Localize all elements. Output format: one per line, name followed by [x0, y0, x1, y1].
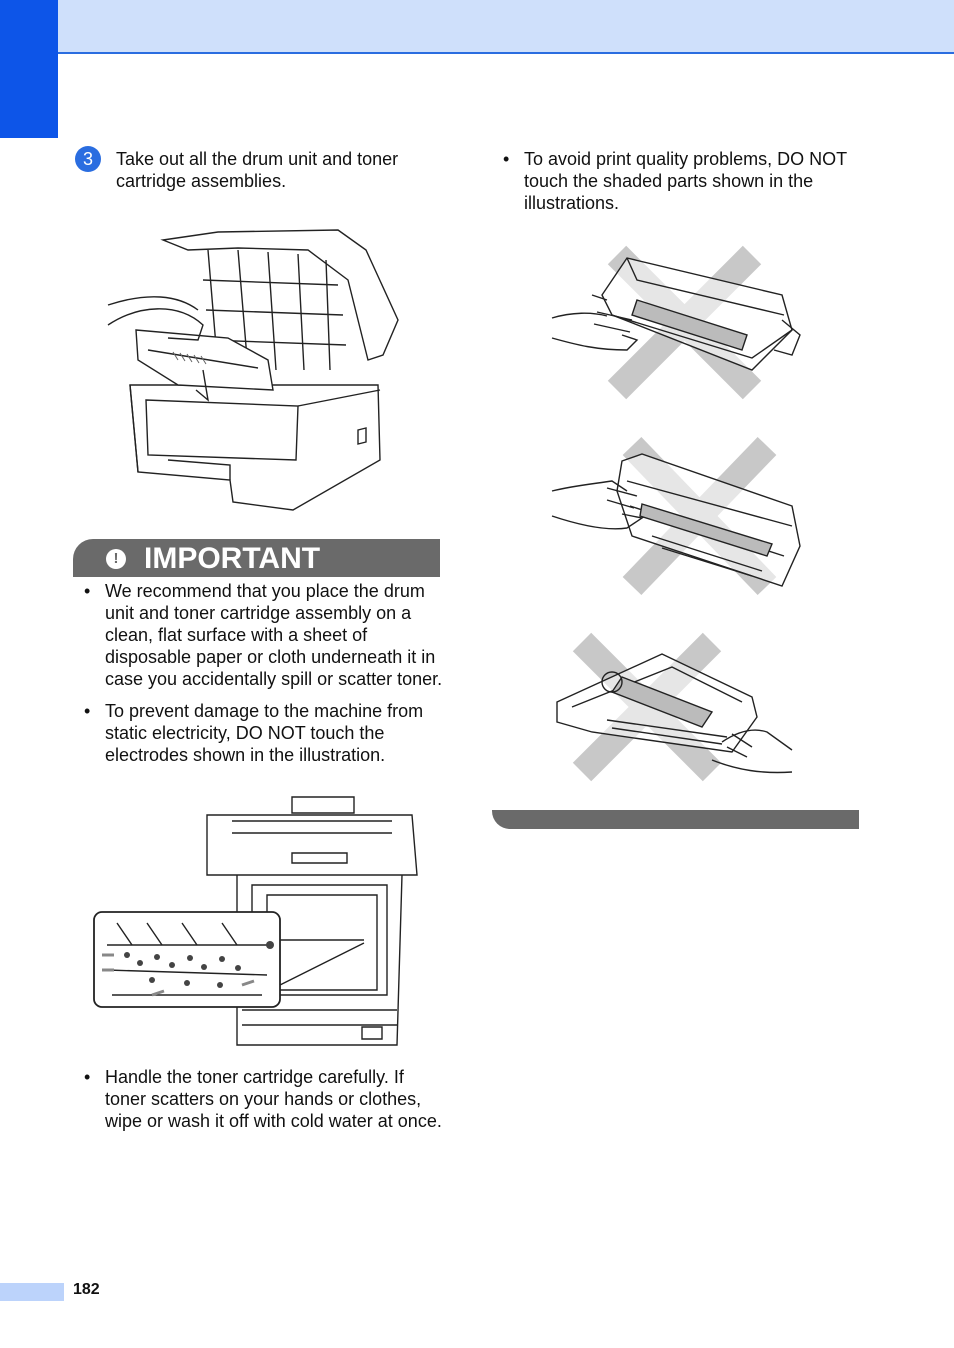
step-number-badge: 3	[75, 146, 101, 172]
important-bullet-text: To prevent damage to the machine from st…	[105, 701, 424, 765]
header-band	[0, 0, 954, 54]
bullet-dot: •	[84, 701, 91, 721]
important-bullet-text: We recommend that you place the drum uni…	[105, 581, 443, 689]
important-header: ! IMPORTANT	[73, 539, 440, 577]
important-bullet-1: • We recommend that you place the drum u…	[84, 580, 444, 690]
print-quality-text: To avoid print quality problems, DO NOT …	[524, 149, 847, 213]
toner-cartridge-do-not-touch-illustration	[551, 245, 801, 400]
footer-tab	[0, 1283, 64, 1301]
step-instruction: Take out all the drum unit and toner car…	[116, 149, 399, 191]
electrodes-illustration	[93, 796, 418, 1046]
exclamation-icon: !	[106, 549, 126, 569]
drum-unit-underside-do-not-touch-illustration	[556, 632, 793, 782]
bullet-dot: •	[84, 1067, 91, 1087]
important-footer-bar	[492, 810, 859, 829]
important-bullet-text: Handle the toner cartridge carefully. If…	[105, 1067, 442, 1131]
important-bullet-3: • Handle the toner cartridge carefully. …	[84, 1066, 444, 1132]
bullet-dot: •	[84, 581, 91, 601]
chapter-tab	[0, 0, 58, 138]
important-title: IMPORTANT	[144, 542, 321, 575]
bullet-dot: •	[503, 149, 510, 169]
printer-drum-removal-illustration	[107, 229, 399, 511]
drum-unit-do-not-touch-illustration	[551, 436, 801, 596]
page-number: 182	[73, 1281, 100, 1298]
print-quality-bullet: • To avoid print quality problems, DO NO…	[503, 148, 863, 214]
important-bullet-2: • To prevent damage to the machine from …	[84, 700, 444, 766]
